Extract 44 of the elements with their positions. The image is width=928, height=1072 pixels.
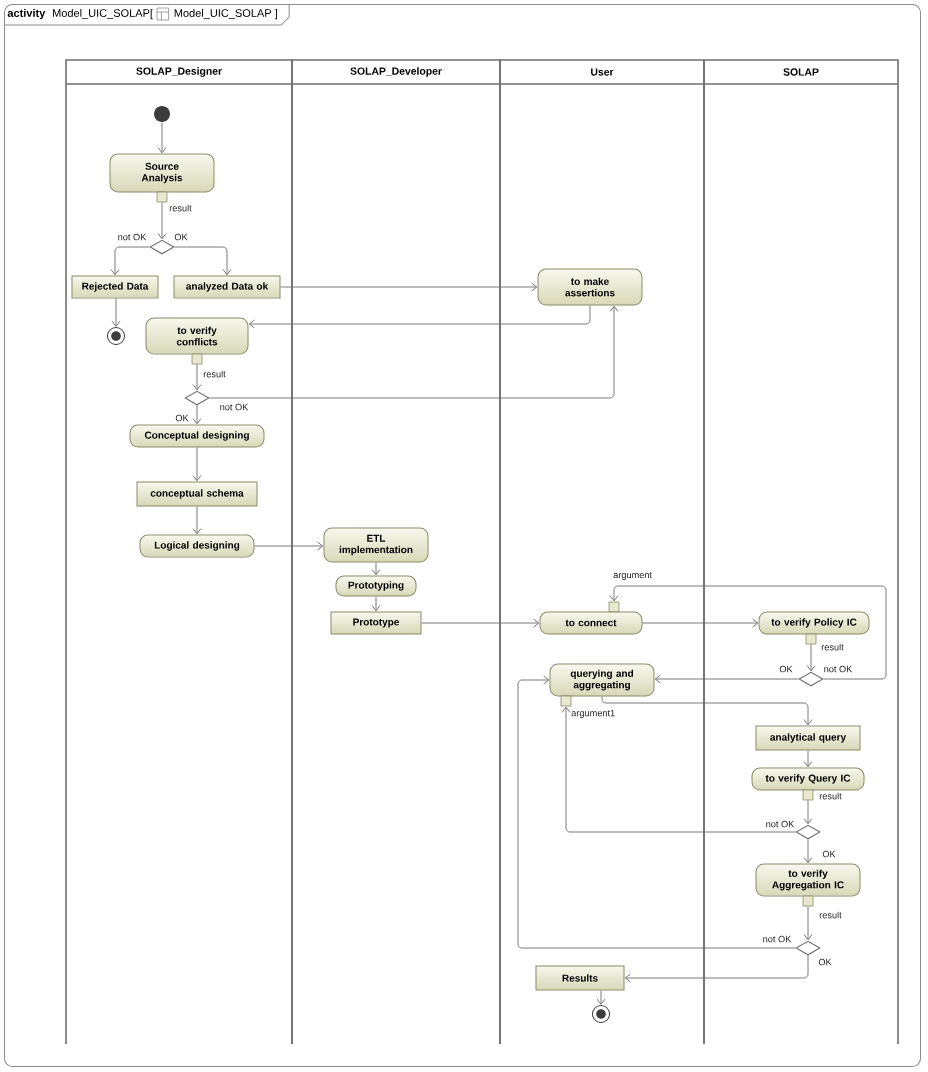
decision-diamond [798,671,824,687]
arrow [111,298,121,327]
arrow [192,405,202,425]
start-dot [154,106,170,122]
arrow [192,363,202,391]
arrow [254,541,324,551]
arrow [803,905,813,941]
arrow [654,674,799,684]
arrow [280,282,538,292]
pin-square [802,789,814,801]
arrow [642,618,759,628]
end-bullseye [107,327,125,345]
arrow [421,618,540,628]
arrow [192,506,202,535]
arrow [174,246,232,276]
arrow [371,562,381,576]
arrow [517,675,796,949]
decision-diamond [149,239,175,255]
arrow [371,596,381,612]
arrow [803,799,813,825]
arrow [561,706,796,833]
arrow [624,955,809,983]
arrow [803,750,813,768]
pin-square [608,601,620,613]
arrow [157,121,167,154]
arrow [601,696,813,726]
decision-diamond [184,390,210,406]
arrow [806,643,816,672]
arrow [192,447,202,482]
pin-square [805,633,817,645]
end-bullseye [592,1005,610,1023]
arrow [609,585,887,680]
arrow [803,839,813,864]
decision-diamond [795,824,821,840]
arrow [248,305,591,329]
arrow [157,201,167,240]
pin-square [802,895,814,907]
arrow [110,246,150,276]
arrow [596,990,606,1005]
pin-square [560,695,572,707]
arrow [209,305,619,399]
pin-square [191,353,203,365]
decision-diamond [795,940,821,956]
pin-square [156,191,168,203]
